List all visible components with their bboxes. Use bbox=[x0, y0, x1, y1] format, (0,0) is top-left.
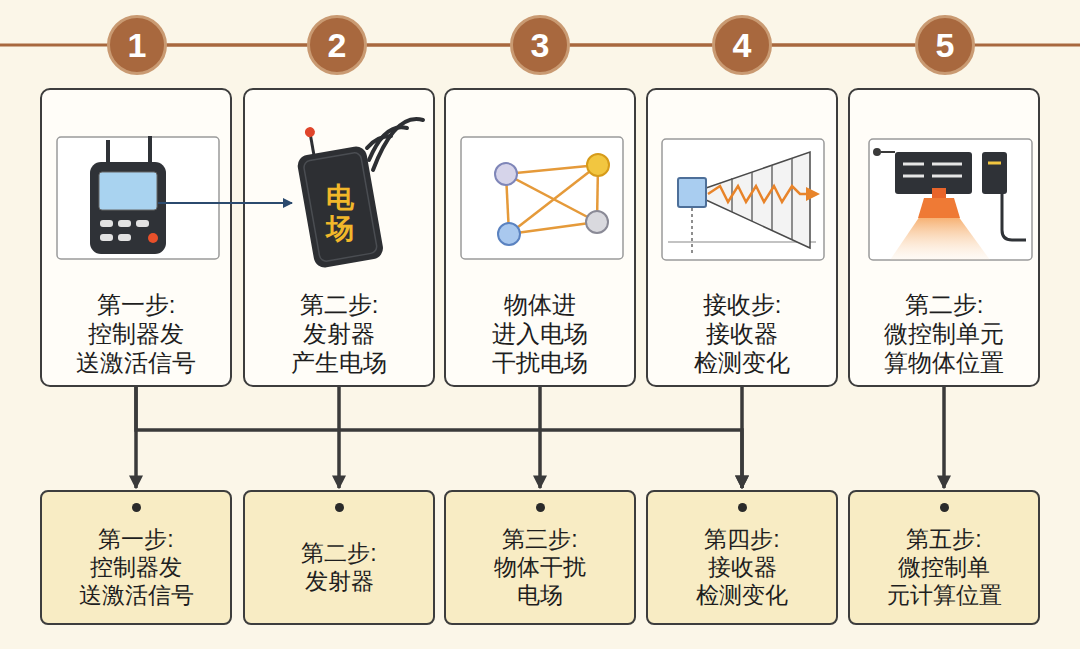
step-text: 第四步: 接收器 检测变化 bbox=[676, 525, 808, 609]
step-text: 第一步: 控制器发 送激活信号 bbox=[70, 525, 202, 609]
step-text: 第三步: 物体干扰 电场 bbox=[474, 525, 606, 609]
card-dot bbox=[738, 503, 747, 512]
step-text: 接收步: 接收器 检测变化 bbox=[676, 290, 808, 377]
flow-arrow bbox=[136, 387, 742, 488]
step-text: 第二步: 微控制单元 算物体位置 bbox=[878, 290, 1010, 377]
step-number-circle: 5 bbox=[915, 15, 975, 75]
summary-card: 第四步: 接收器 检测变化 bbox=[646, 490, 838, 625]
flow-arrow bbox=[942, 387, 946, 488]
step-card: 第二步: 微控制单元 算物体位置 bbox=[848, 88, 1040, 387]
step-text: 第二步: 发射器 产生电场 bbox=[273, 290, 405, 377]
step-number-circle: 1 bbox=[107, 15, 167, 75]
card-dot bbox=[335, 503, 344, 512]
timeline-connector bbox=[167, 44, 307, 47]
flow-arrow bbox=[538, 387, 542, 488]
step-text: 第一步: 控制器发 送激活信号 bbox=[70, 290, 202, 377]
receiver-icon bbox=[648, 90, 840, 290]
timeline-connector bbox=[367, 44, 510, 47]
summary-card: 第一步: 控制器发 送激活信号 bbox=[40, 490, 232, 625]
card-dot bbox=[132, 503, 141, 512]
card-dot bbox=[536, 503, 545, 512]
step-text: 物体进 进入电场 干扰电场 bbox=[474, 290, 606, 377]
step-number-circle: 3 bbox=[510, 15, 570, 75]
summary-card: 第五步: 微控制单 元计算位置 bbox=[848, 490, 1040, 625]
step-number-circle: 4 bbox=[712, 15, 772, 75]
step-card: 物体进 进入电场 干扰电场 bbox=[444, 88, 636, 387]
step-text: 第五步: 微控制单 元计算位置 bbox=[878, 525, 1010, 609]
icon-label: 电场 bbox=[326, 183, 354, 245]
callout-number: 3 bbox=[513, 28, 567, 62]
step-card: 接收步: 接收器 检测变化 bbox=[646, 88, 838, 387]
summary-card: 第二步: 发射器 bbox=[243, 490, 435, 625]
card-dot bbox=[940, 503, 949, 512]
microcontroller-icon bbox=[850, 90, 1042, 290]
step-card: 第一步: 控制器发 送激活信号 bbox=[40, 88, 232, 387]
flow-arrow bbox=[337, 387, 341, 488]
callout-number: 2 bbox=[310, 28, 364, 62]
timeline-connector bbox=[570, 44, 712, 47]
network-icon bbox=[446, 90, 638, 290]
step-number-circle: 2 bbox=[307, 15, 367, 75]
step-card: 第二步: 发射器 产生电场 电场 bbox=[243, 88, 435, 387]
summary-card: 第三步: 物体干扰 电场 bbox=[444, 490, 636, 625]
callout-number: 4 bbox=[715, 28, 769, 62]
timeline-connector bbox=[772, 44, 915, 47]
callout-number: 1 bbox=[110, 28, 164, 62]
controller-icon bbox=[42, 90, 234, 290]
step-text: 第二步: 发射器 bbox=[273, 539, 405, 595]
callout-number: 5 bbox=[918, 28, 972, 62]
